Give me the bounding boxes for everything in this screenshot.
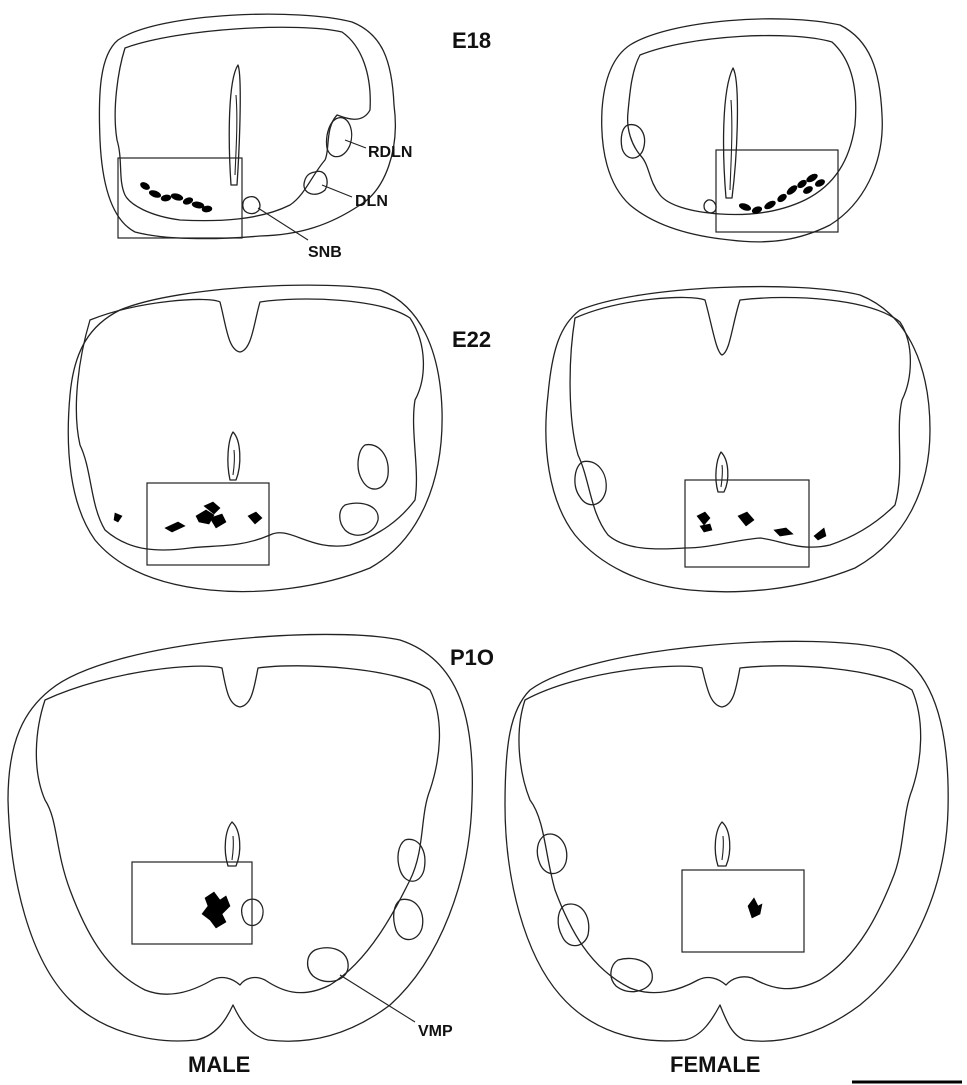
- p10-female-outer-outline: [505, 641, 948, 1041]
- e22-female-outer-outline: [546, 287, 930, 592]
- e18-rdln-leader: [345, 140, 366, 148]
- e22-female-canal-inner: [721, 465, 722, 487]
- e18-male-section: [99, 14, 395, 240]
- label-snb: SNB: [308, 244, 342, 261]
- e18-female-snb: [704, 200, 716, 213]
- p10-male-lateral-nucleus-2: [394, 899, 423, 939]
- e22-female-motoneurons: [697, 512, 826, 540]
- p10-male-region-box: [132, 862, 252, 944]
- p10-female-ventral-nucleus: [611, 958, 652, 991]
- column-label-female: FEMALE: [670, 1052, 760, 1077]
- label-dln: DLN: [355, 193, 388, 210]
- e18-male-canal: [229, 65, 240, 185]
- e22-female-lateral-nucleus: [575, 461, 606, 504]
- e18-female-section: [602, 19, 883, 242]
- e22-male-gray-outline: [76, 299, 423, 550]
- e18-male-dln: [304, 171, 327, 194]
- p10-male-outer-outline: [8, 634, 472, 1041]
- e22-male-lateral-nucleus: [358, 445, 388, 489]
- p10-female-motoneurons: [748, 898, 762, 918]
- e18-male-motoneurons: [139, 181, 212, 213]
- e18-male-snb: [243, 197, 260, 214]
- e18-female-lateral-nucleus: [621, 125, 644, 158]
- e18-male-rdln: [327, 118, 352, 157]
- e18-female-canal-inner: [730, 100, 732, 190]
- p10-male-section: [8, 634, 472, 1041]
- e18-female-gray-outline: [628, 36, 856, 215]
- stage-label-e22: E22: [452, 327, 491, 352]
- p10-male-motoneurons: [202, 892, 230, 928]
- p10-female-section: [505, 641, 948, 1041]
- p10-male-lateral-nucleus-1: [398, 839, 425, 881]
- label-rdln: RDLN: [368, 144, 412, 161]
- e22-female-section: [546, 287, 930, 592]
- stage-label-p10: P1O: [450, 645, 494, 670]
- e22-male-outer-outline: [68, 285, 442, 591]
- e22-male-section: [68, 285, 442, 591]
- e22-female-gray-outline: [570, 297, 910, 548]
- e22-male-motoneurons: [114, 502, 262, 532]
- p10-female-region-box: [682, 870, 804, 952]
- e18-dln-leader: [322, 185, 352, 197]
- e22-male-canal-inner: [233, 450, 234, 475]
- e22-male-ventral-nucleus: [340, 503, 378, 535]
- column-label-male: MALE: [188, 1052, 250, 1077]
- p10-female-gray-outline: [519, 666, 921, 993]
- p10-female-lateral-nucleus-1: [537, 834, 567, 874]
- stage-label-e18: E18: [452, 28, 491, 53]
- p10-vmp-leader: [340, 975, 415, 1022]
- p10-male-canal-inner: [232, 836, 233, 860]
- label-vmp: VMP: [418, 1023, 453, 1040]
- e18-male-canal-inner: [235, 95, 237, 175]
- p10-female-canal-inner: [722, 836, 723, 860]
